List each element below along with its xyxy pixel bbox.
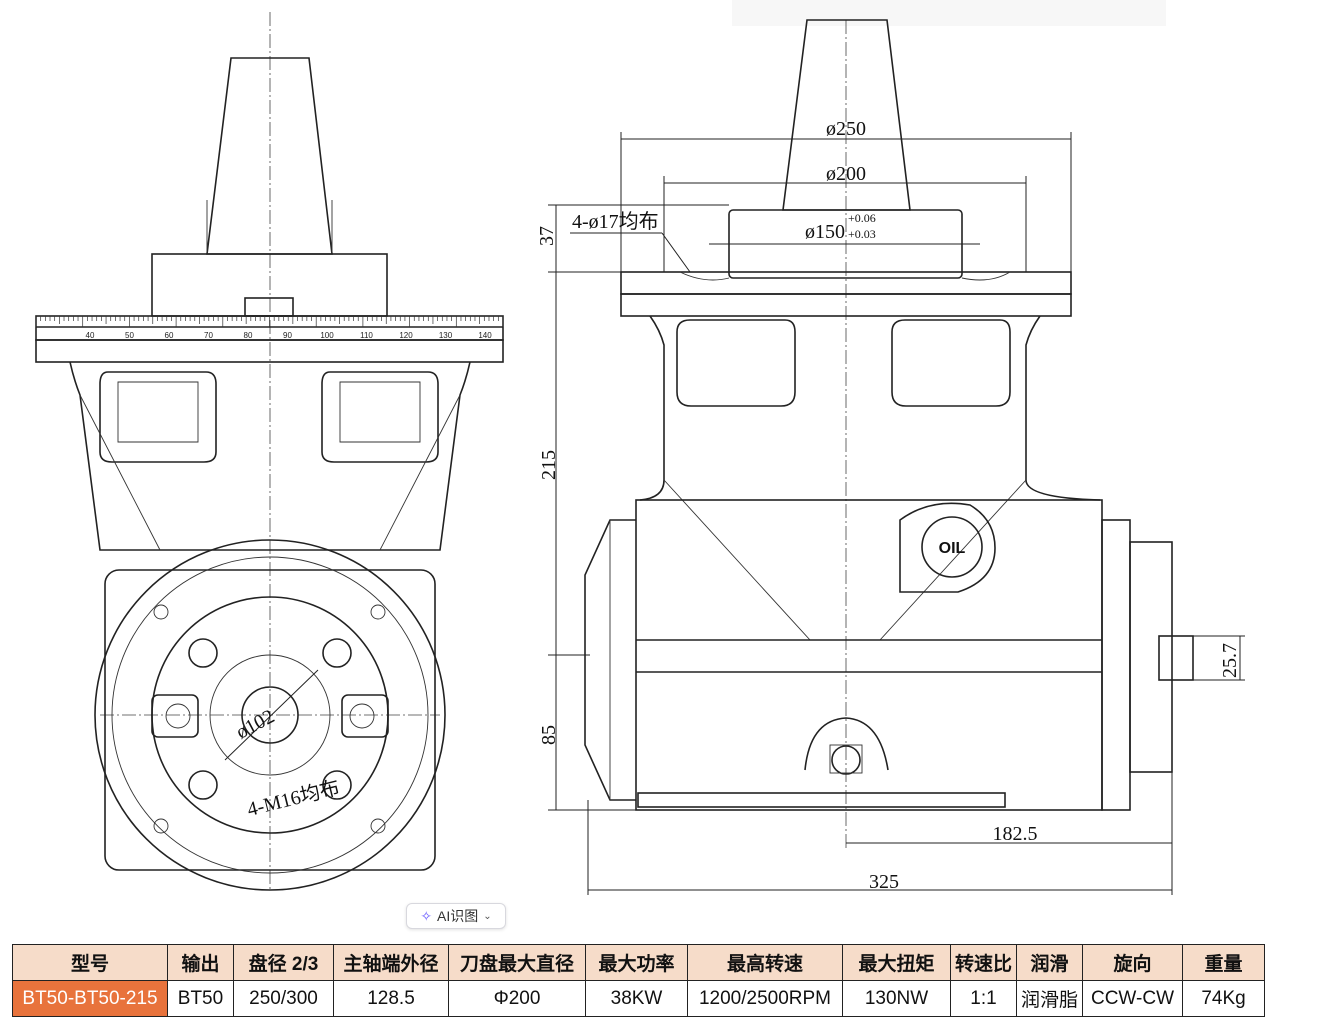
ruler-label: 140 (478, 331, 492, 340)
sparkle-icon: ✧ (420, 907, 433, 924)
dim-label-215: 215 (538, 450, 560, 480)
header-disk-diameter: 盘径 2/3 (233, 944, 334, 981)
spec-table: 型号 输出 盘径 2/3 主轴端外径 刀盘最大直径 最大功率 最高转速 最大扭矩… (12, 944, 1265, 1017)
cell-max-cutter-dia: Φ200 (448, 980, 586, 1017)
left-gear-housing (104, 569, 436, 871)
header-max-speed: 最高转速 (687, 944, 843, 981)
ai-recognize-label: AI识图 (437, 908, 479, 924)
cell-output: BT50 (167, 980, 234, 1017)
header-model: 型号 (12, 944, 168, 981)
cell-rotation: CCW-CW (1082, 980, 1183, 1017)
cell-spindle-od: 128.5 (333, 980, 449, 1017)
dim-label-37: 37 (536, 226, 558, 246)
right-window-2 (891, 319, 1011, 407)
oil-label: OIL (939, 540, 966, 557)
right-gear-housing (635, 499, 1103, 811)
dim-label-holes: 4-ø17均布 (572, 210, 659, 233)
right-left-cap (584, 519, 636, 801)
right-base-bar (637, 792, 1006, 808)
ruler-scale: 40 50 60 70 80 90 100 110 120 130 140 (35, 315, 504, 341)
dim-tol-upper: +0.06 (848, 211, 876, 225)
cell-weight: 74Kg (1182, 980, 1265, 1017)
right-output-shaft (1158, 635, 1194, 681)
technical-drawing: 40 50 60 70 80 90 100 110 120 130 140 (35, 0, 1245, 895)
left-taper-cone (206, 57, 333, 255)
header-output: 输出 (167, 944, 234, 981)
dim-label-325: 325 (869, 871, 899, 893)
header-weight: 重量 (1182, 944, 1265, 981)
cell-max-speed: 1200/2500RPM (687, 980, 843, 1017)
ruler-label: 130 (439, 331, 453, 340)
ruler-label: 120 (399, 331, 413, 340)
cell-speed-ratio: 1:1 (950, 980, 1017, 1017)
spec-data-row: BT50-BT50-215 BT50 250/300 128.5 Φ200 38… (12, 980, 1265, 1017)
dim-label-m16: 4-M16均布 (245, 776, 342, 821)
top-band (732, 0, 1166, 26)
left-flange-block (151, 253, 388, 317)
cell-max-power: 38KW (585, 980, 688, 1017)
chevron-down-icon: ⌄ (483, 910, 492, 922)
dim-label-d200: ø200 (826, 163, 866, 185)
left-flange-plate (35, 339, 504, 363)
dim-tol-lower: +0.03 (848, 227, 876, 241)
header-lubrication: 润滑 (1016, 944, 1083, 981)
ruler-label: 60 (165, 331, 174, 340)
right-lower-plate (620, 293, 1072, 317)
left-spindle-bore (241, 686, 299, 744)
right-bearing-cap (1129, 541, 1173, 773)
spec-header-row: 型号 输出 盘径 2/3 主轴端外径 刀盘最大直径 最大功率 最高转速 最大扭矩… (12, 944, 1265, 981)
left-window-2 (321, 371, 439, 463)
dim-label-d150: ø150 (805, 221, 845, 243)
ruler-label: 110 (360, 331, 373, 340)
dim-label-85: 85 (538, 725, 560, 745)
oil-plug: OIL (899, 502, 996, 593)
cell-lubrication: 润滑脂 (1016, 980, 1083, 1017)
header-spindle-od: 主轴端外径 (333, 944, 449, 981)
ruler-label: 90 (283, 331, 292, 340)
dim-label-d250: ø250 (826, 118, 866, 140)
header-rotation: 旋向 (1082, 944, 1183, 981)
dim-label-182-5: 182.5 (993, 823, 1038, 845)
header-speed-ratio: 转速比 (950, 944, 1017, 981)
ruler-label: 70 (204, 331, 213, 340)
ruler-label: 50 (125, 331, 134, 340)
cell-max-torque: 130NW (842, 980, 951, 1017)
header-max-power: 最大功率 (585, 944, 688, 981)
cell-model: BT50-BT50-215 (12, 980, 168, 1017)
right-view: OIL ø250 ø200 ø150 +0.06 +0.03 4-ø17均布 3… (536, 19, 1245, 895)
right-window-1 (676, 319, 796, 407)
cell-disk-diameter: 250/300 (233, 980, 334, 1017)
left-view: 40 50 60 70 80 90 100 110 120 130 140 (35, 12, 504, 891)
left-outer-circle (94, 539, 446, 891)
ruler-label: 40 (86, 331, 95, 340)
header-max-torque: 最大扭矩 (842, 944, 951, 981)
ai-recognize-button[interactable]: ✧ AI识图 ⌄ (406, 903, 506, 929)
left-body-outline (69, 361, 471, 551)
right-neck (639, 315, 1101, 501)
drain-plug (804, 717, 889, 771)
dim-label-25-7: 25.7 (1219, 643, 1241, 678)
left-window-1 (99, 371, 217, 463)
left-key (244, 297, 294, 317)
ruler-label: 80 (244, 331, 253, 340)
dim-label-d102: ø102 (233, 705, 279, 743)
header-max-cutter-dia: 刀盘最大直径 (448, 944, 586, 981)
ruler-label: 100 (320, 331, 334, 340)
